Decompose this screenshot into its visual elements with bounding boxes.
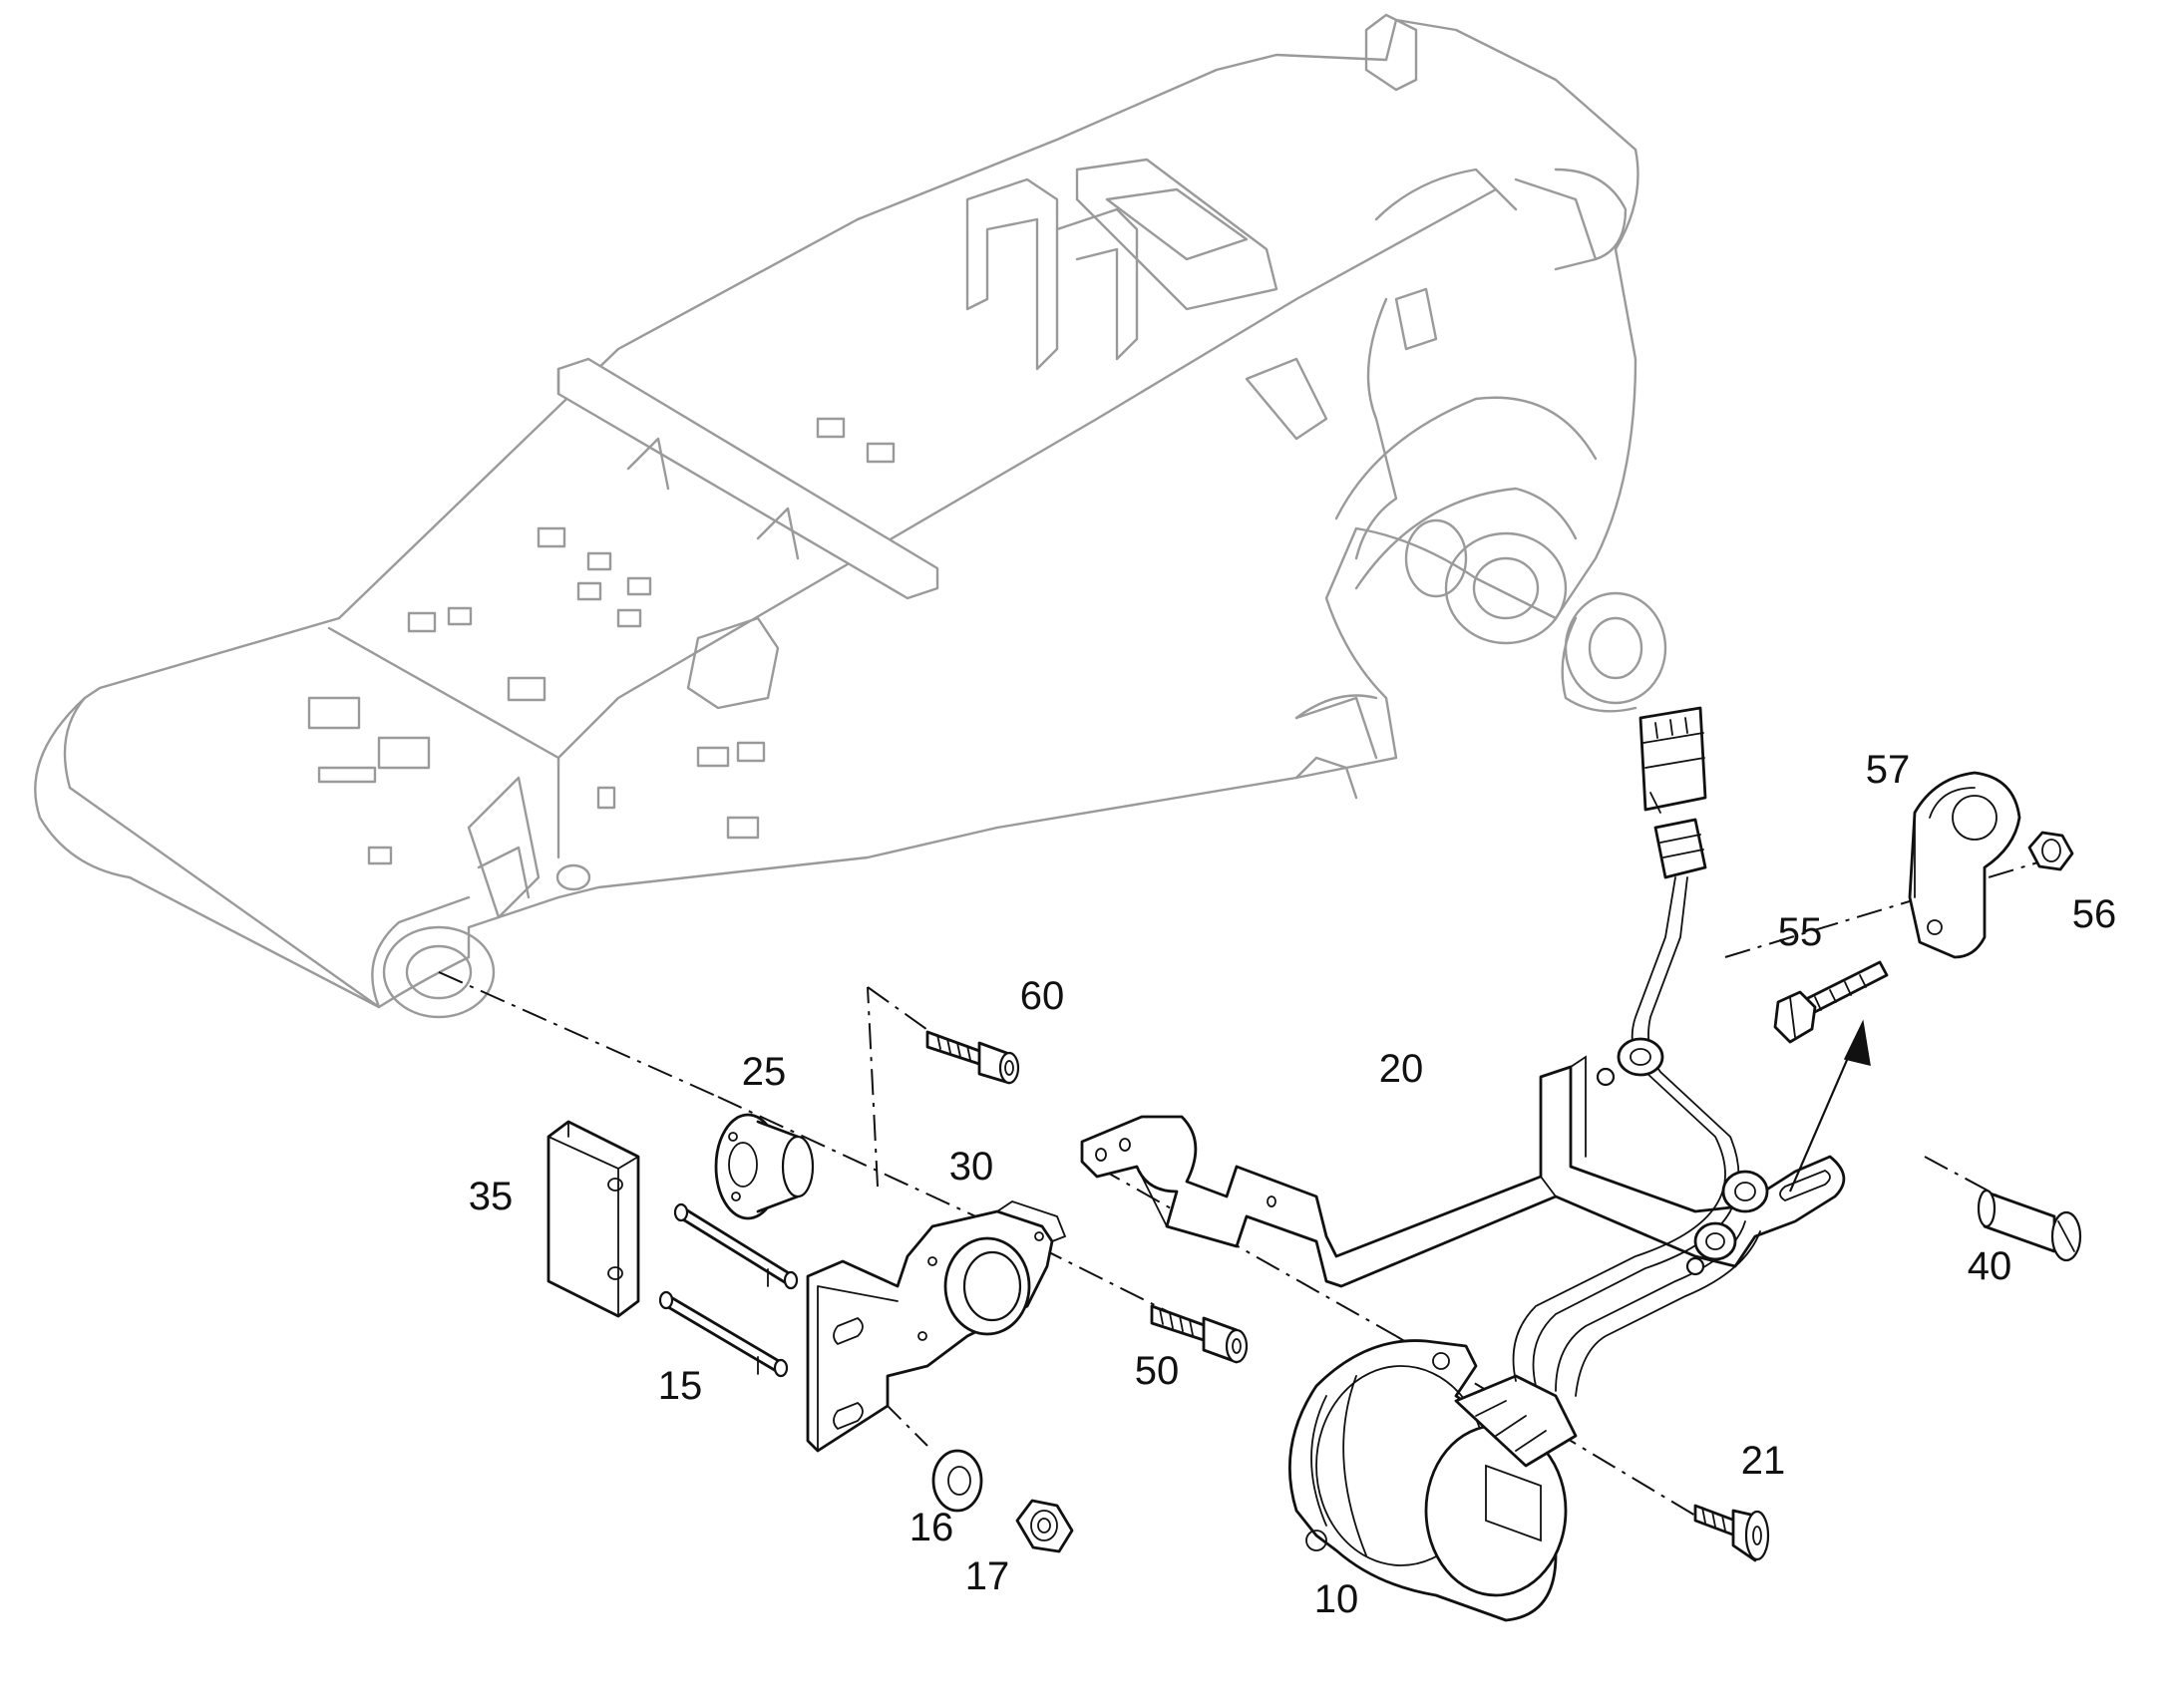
callout-50: 50 — [1135, 1349, 1180, 1393]
callout-57: 57 — [1866, 748, 1911, 792]
callout-20: 20 — [1379, 1047, 1424, 1091]
callout-30: 30 — [949, 1145, 994, 1189]
callout-40: 40 — [1968, 1244, 2012, 1288]
part-21-countersunk-screw — [1693, 1504, 1770, 1562]
part-10-motor — [1287, 1339, 1578, 1622]
callout-56: 56 — [2072, 892, 2117, 936]
callout-10: 10 — [1314, 1577, 1359, 1621]
part-15-studs — [658, 1202, 799, 1378]
installation-arrow — [1788, 1019, 1871, 1193]
callout-15: 15 — [658, 1364, 703, 1408]
part-30-mounting-bracket — [806, 1200, 1067, 1453]
part-60-cap-screw — [925, 1030, 1020, 1085]
cable-harness — [1512, 706, 1769, 1397]
callout-25: 25 — [742, 1050, 787, 1094]
callout-60: 60 — [1020, 974, 1065, 1018]
callout-35: 35 — [469, 1175, 514, 1218]
part-56-nut — [2027, 831, 2074, 871]
part-35-block — [546, 1120, 640, 1318]
callout-16: 16 — [909, 1506, 954, 1549]
boom-assembly-ghost — [34, 13, 1667, 1019]
part-40-slotted-pin — [1977, 1189, 2082, 1262]
part-20-long-bracket — [1080, 1055, 1846, 1288]
part-55-hex-bolt — [1773, 960, 1889, 1044]
part-57-cable-clamp — [1908, 771, 2021, 959]
callout-17: 17 — [965, 1554, 1010, 1598]
part-25-flange-bushing — [714, 1113, 815, 1220]
callout-55: 55 — [1778, 910, 1823, 954]
part-16-washer — [931, 1449, 983, 1513]
part-17-hex-nut — [1015, 1499, 1074, 1553]
part-50-cap-screw — [1150, 1304, 1249, 1364]
callout-labels: 60 25 30 35 15 50 16 17 20 10 21 40 55 5… — [469, 748, 2117, 1621]
callout-21: 21 — [1741, 1439, 1786, 1483]
